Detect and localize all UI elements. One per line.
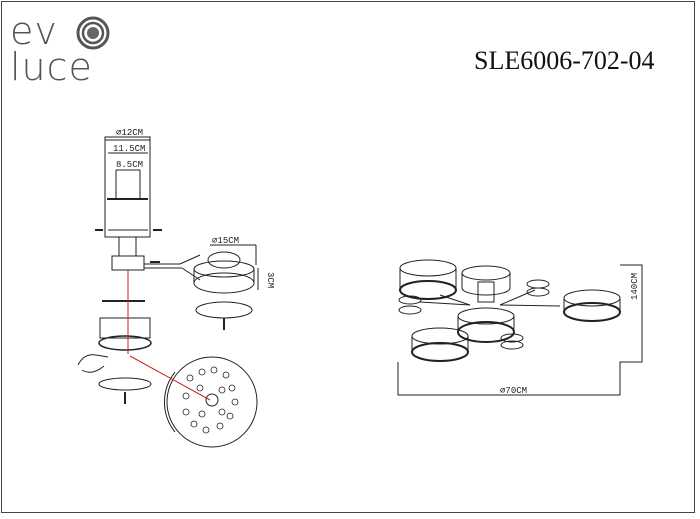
brand-line-1: ev (10, 9, 58, 53)
brand-logo: ev luce (10, 9, 93, 89)
bracket-width-label: 11.5CM (113, 144, 145, 154)
concentric-circle-logo-icon (76, 16, 110, 50)
page-border (1, 1, 695, 513)
shade-diameter-label: ⌀15CM (212, 236, 239, 246)
brand-line-2: luce (10, 45, 93, 89)
total-height-label: 140CM (630, 273, 640, 300)
total-width-label: ⌀70CM (500, 386, 527, 396)
screw-spacing-label: 8.5CM (116, 160, 143, 170)
mount-diameter-label: ⌀12CM (116, 128, 143, 138)
model-number: SLE6006-702-04 (474, 46, 655, 75)
shade-height-label: 3CM (265, 272, 275, 288)
